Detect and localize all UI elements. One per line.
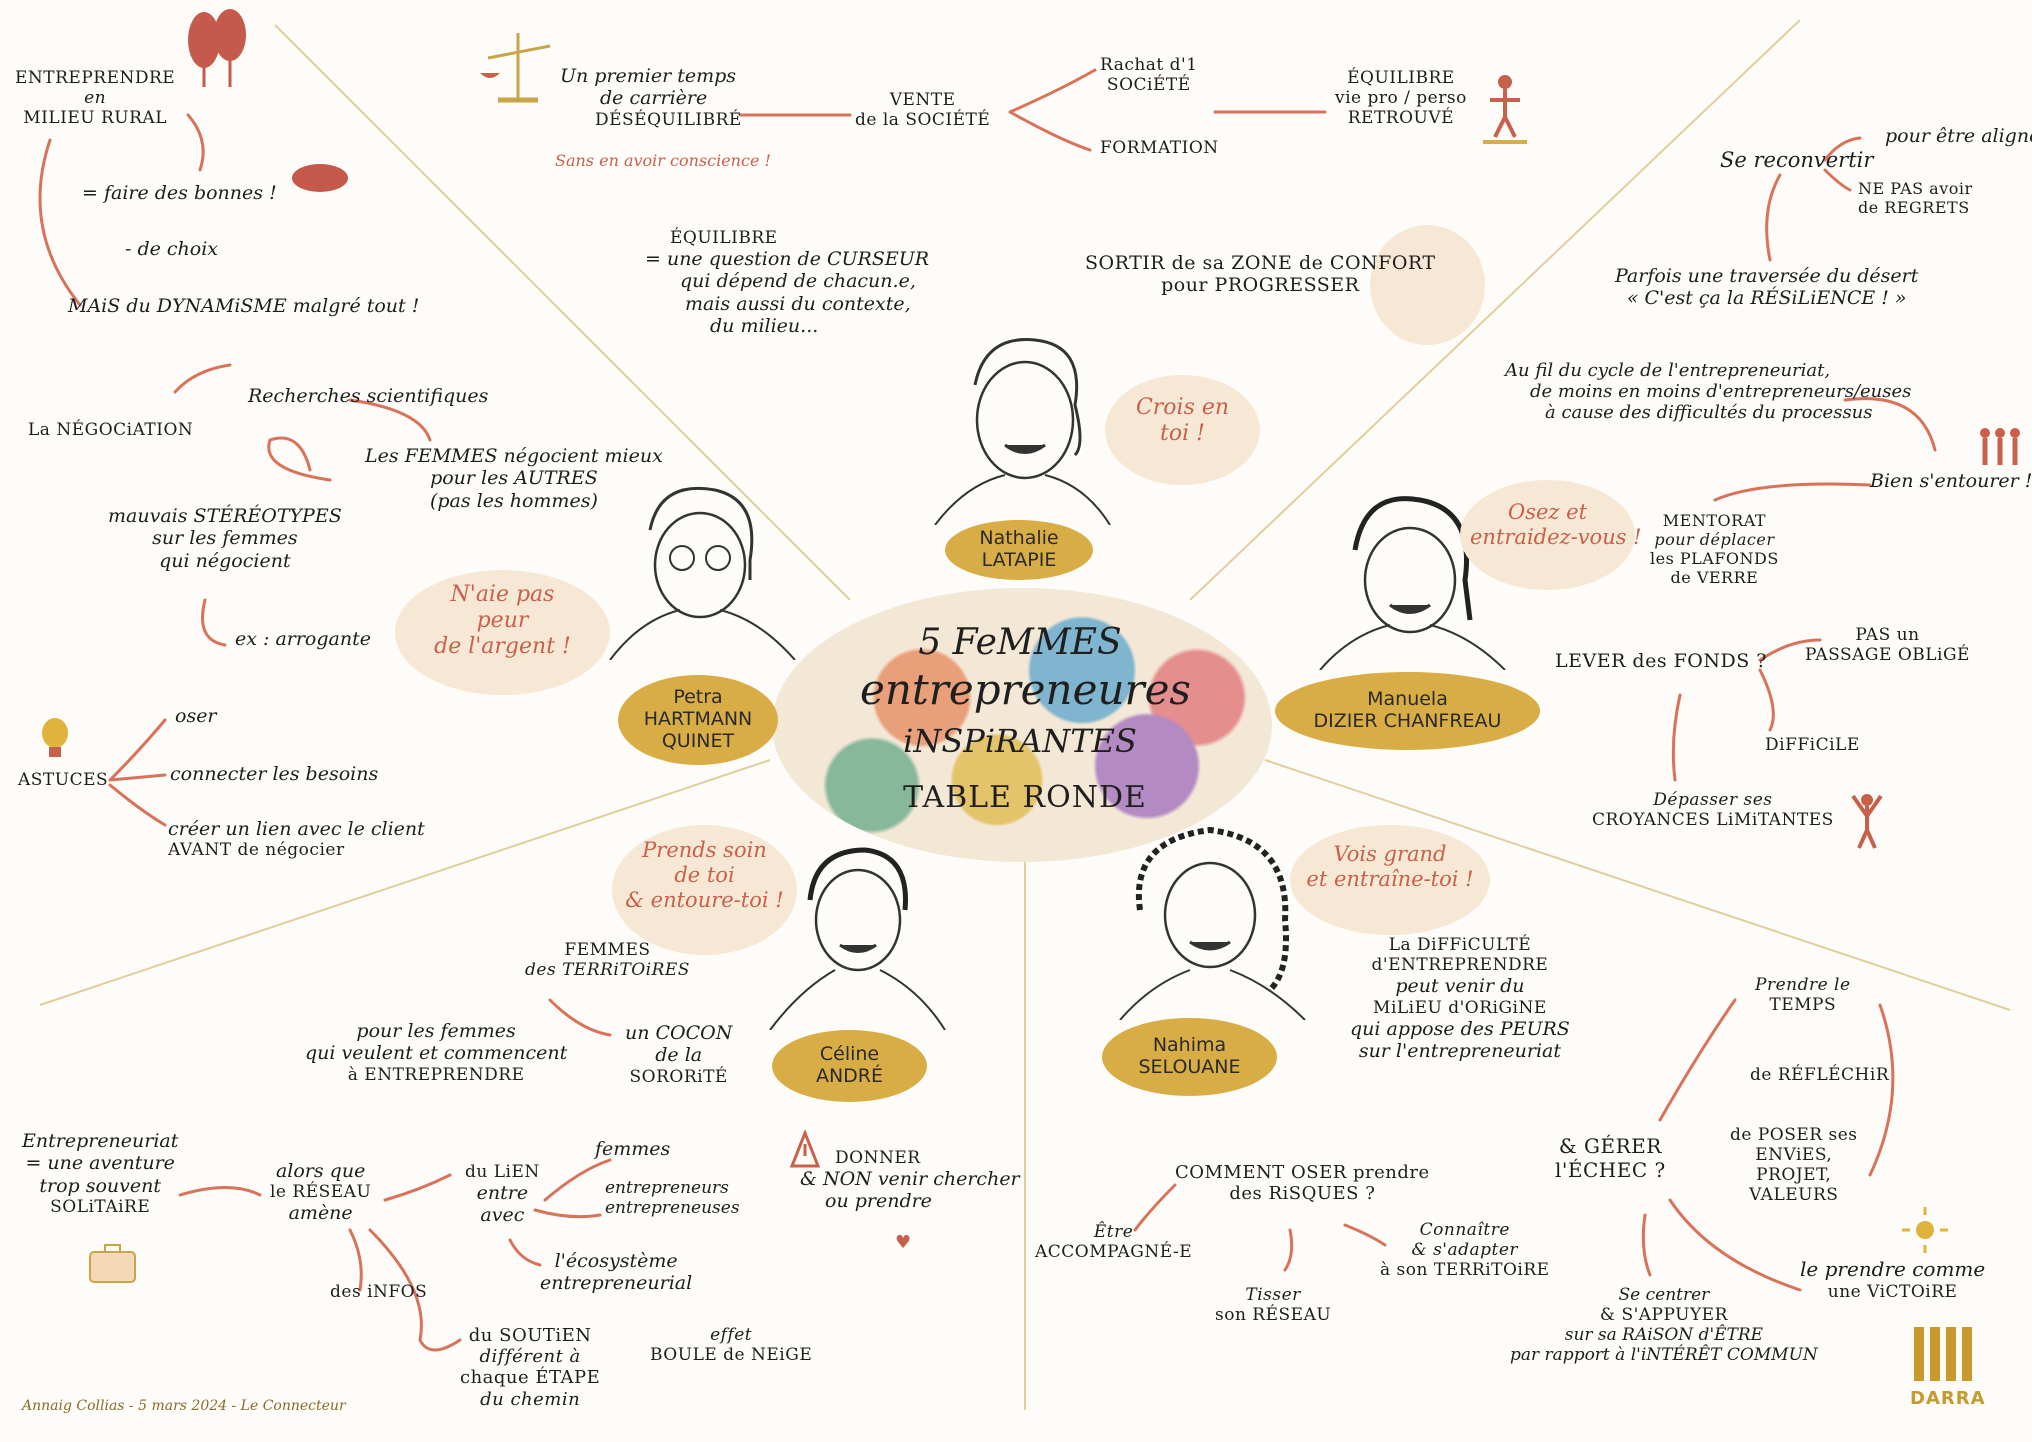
formation: FORMATION [1100,138,1219,158]
scales-icon [480,33,551,103]
quote-bubble-manuela [1460,480,1635,590]
credit: Annaig Collias - 5 mars 2024 - Le Connec… [22,1398,346,1414]
title-line-2: entrepreneures [860,665,1191,714]
quote-bubble-nathalie [1105,375,1260,485]
quote-bubble-celine [612,825,797,955]
se-reconvertir: Se reconvertir [1720,148,1874,172]
recherches-scientifiques: Recherches scientifiques [248,385,489,407]
moins-de-choix: - de choix [125,238,219,260]
pour-etre-alignee: pour être alignée [1885,125,2032,147]
astuces-label: ASTUCES [18,770,109,790]
title-line-4: TABLE RONDE [903,780,1147,815]
sun-icon [1902,1207,1948,1253]
traversee-desert: Parfois une traversée du désert« C'est ç… [1615,265,1919,310]
astuce-connecter: connecter les besoins [170,763,379,785]
portrait-celine [769,847,946,1030]
person-balance-icon [1483,75,1527,144]
title-line-1: 5 FeMMES [918,622,1122,663]
astuce-oser: oser [175,705,217,727]
quote-bubble-petra [395,570,610,695]
trees-icon [188,9,246,87]
des-infos: des iNFOS [330,1282,428,1302]
ex-arrogante: ex : arrogante [235,628,371,650]
femmes-small: femmes [595,1138,671,1160]
difficile: DiFFiCiLE [1765,735,1860,755]
heart-icon: ♥ [895,1232,912,1253]
briefcase-icon [89,1244,136,1283]
faire-des-bonnes: = faire des bonnes ! [82,182,277,204]
de-reflechir: de RÉFLÉCHiR [1750,1065,1890,1085]
logo-text: DARRA [1910,1388,1986,1409]
bien-s-entourer: Bien s'entourer ! [1870,470,2032,492]
portrait-nathalie [934,338,1111,525]
center-title-blob [772,588,1272,862]
bubble-sortir-bg [1370,225,1485,345]
title-line-3: iNSPiRANTES [903,722,1137,760]
logo-mark [1912,1325,1980,1383]
lightbulb-icon [42,718,68,757]
portrait-petra [609,486,796,660]
portrait-nahima [1119,826,1306,1020]
group-people-icon [1980,428,2020,465]
mais-dynamisme: MAiS du DYNAMiSME malgré tout ! [68,295,420,317]
person-cheer-icon [1851,794,1883,849]
quote-bubble-nahima [1290,825,1490,935]
la-negociation: La NÉGOCiATION [28,420,194,440]
lever-des-fonds: LEVER des FONDS ? [1555,650,1767,672]
cycle-entrepreneuriat: Au fil du cycle de l'entrepreneuriat,de … [1505,360,1912,424]
sans-conscience: Sans en avoir conscience ! [555,151,771,170]
warning-icon [790,1130,820,1168]
cloud-icon [292,164,348,192]
